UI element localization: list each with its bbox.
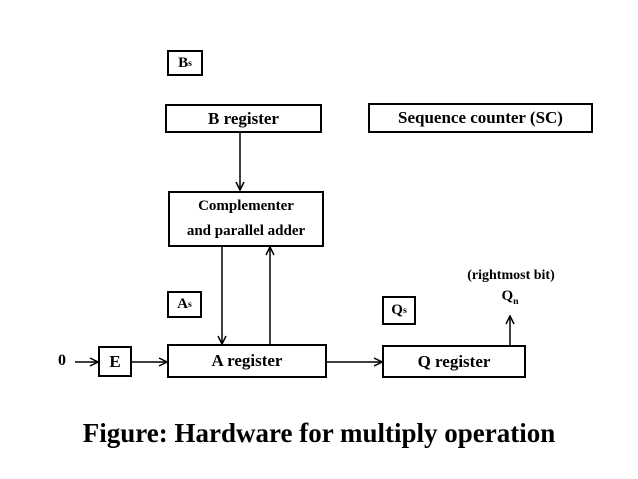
e-register-label: E: [109, 351, 121, 371]
qn-label: Qn: [501, 288, 519, 307]
zero-input-label: 0: [58, 352, 66, 369]
figure-caption: Figure: Hardware for multiply operation: [82, 418, 556, 448]
qs-subscript: s: [402, 305, 407, 316]
complementer-adder-box: Complementer and parallel adder: [168, 191, 324, 247]
qn-subscript: n: [513, 296, 519, 307]
rightmost-bit-label: (rightmost bit): [467, 268, 555, 283]
bs-subscript: s: [188, 57, 192, 69]
e-register-box: E: [98, 346, 132, 377]
qs-label: Q: [391, 302, 403, 318]
q-register-box: Q register: [382, 345, 526, 378]
b-register-label: B register: [208, 108, 279, 128]
a-register-box: A register: [167, 344, 327, 378]
q-register-label: Q register: [417, 351, 491, 371]
sequence-counter-label: Sequence counter (SC): [398, 108, 563, 127]
bs-label: B: [178, 54, 189, 71]
b-register-box: B register: [165, 104, 322, 133]
parallel-adder-label: and parallel adder: [186, 223, 306, 239]
sequence-counter-box: Sequence counter (SC): [368, 103, 593, 133]
complementer-label: Complementer: [198, 198, 294, 214]
as-label: A: [177, 296, 189, 312]
as-subscript: s: [188, 299, 192, 310]
a-register-label: A register: [211, 351, 283, 370]
